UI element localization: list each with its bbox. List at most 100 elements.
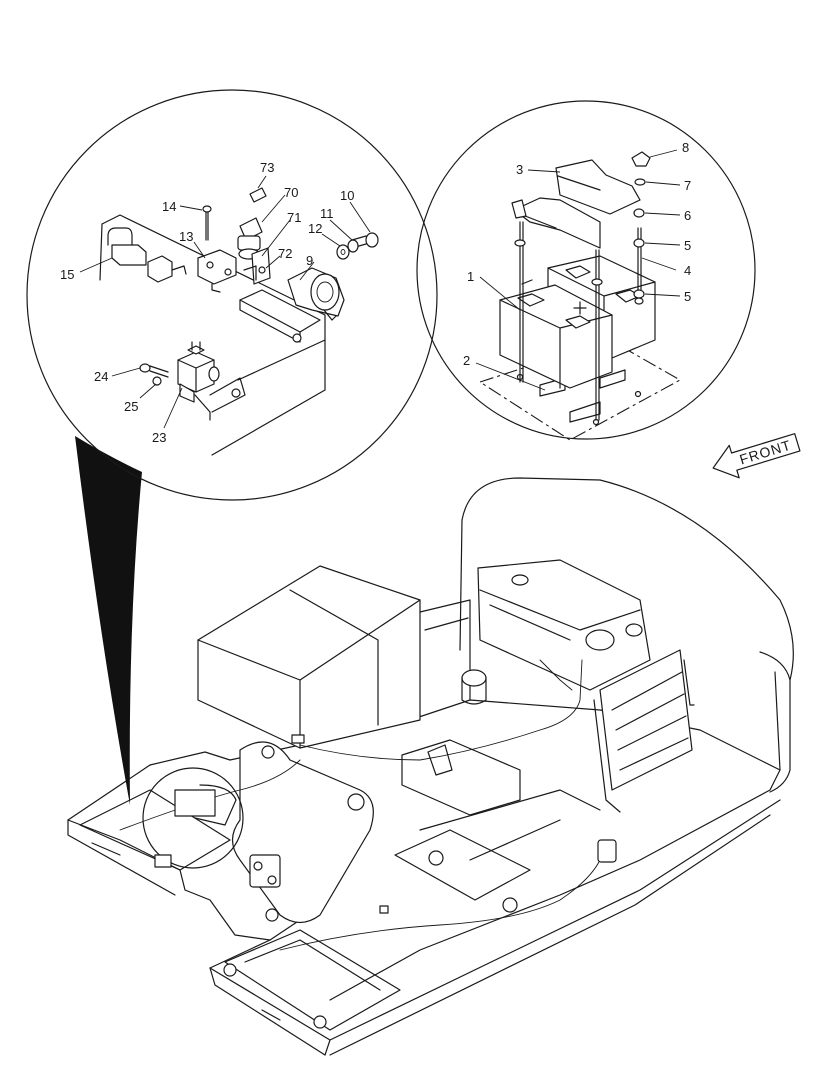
screw-head (202, 205, 212, 213)
frame-left-rear (67, 764, 151, 821)
center-pad (394, 829, 531, 901)
switch-bracket-bolt (224, 268, 232, 276)
callout-23: 23 (152, 430, 166, 445)
rear-slot (91, 842, 121, 856)
relay-edges (177, 359, 215, 393)
callout-labels: 1 2 3 4 5 5 6 7 8 9 10 11 12 13 14 15 23… (60, 140, 691, 445)
frame-left-top (149, 751, 231, 766)
part-11-lock-washer (347, 239, 359, 253)
partition (419, 599, 471, 701)
rear-left-tray (79, 789, 231, 871)
switch-bracket-hole (206, 261, 214, 269)
callout-2: 2 (463, 353, 470, 368)
lower-bracket-lip (194, 394, 211, 421)
battery-front-post-2 (565, 315, 591, 329)
engine-hood-outline (459, 477, 794, 793)
spacer-clip (171, 265, 187, 275)
callout-10: 10 (340, 188, 354, 203)
center-rail (419, 789, 601, 831)
leader-lines (79, 149, 681, 429)
cable-front (279, 859, 601, 951)
cable-left (119, 759, 301, 831)
battery-rear-post-1 (565, 265, 591, 279)
key-switch-body (237, 235, 261, 251)
part-8-wing-nut (631, 151, 651, 167)
front-arrow-label: FRONT (738, 437, 794, 468)
clamp-center-nut (591, 278, 603, 286)
swivel-housing (401, 739, 521, 816)
connector-body (111, 244, 147, 266)
callout-15: 15 (60, 267, 74, 282)
tray-hole-3 (634, 390, 642, 398)
tray-bolt-1 (223, 963, 237, 977)
engine-line-2 (489, 604, 571, 641)
front-tray-inner (244, 939, 381, 991)
engine-pulley-body (461, 677, 487, 705)
screw-shank (205, 211, 209, 241)
callout-3: 3 (516, 162, 523, 177)
radiator-fins (611, 671, 689, 771)
front-tray (224, 929, 401, 1031)
detail-callout-circle (142, 767, 244, 869)
front-direction-arrow: FRONT (712, 433, 801, 479)
hood-side (774, 671, 781, 771)
partition-rail (424, 617, 469, 631)
switch-bracket-body (197, 249, 237, 285)
part-12-washer (336, 244, 350, 260)
callout-73: 73 (260, 160, 274, 175)
hood-edge (759, 651, 791, 681)
screw-24-shank (149, 365, 169, 378)
center-rail-2 (469, 819, 561, 861)
strap-hole (292, 333, 302, 343)
left-detail-view (26, 89, 438, 501)
engine-cap (511, 574, 529, 586)
mounting-panel (101, 214, 326, 456)
center-pad-hole (428, 850, 444, 866)
swivel-joint (427, 744, 453, 776)
engine-fitting (625, 623, 643, 637)
cable-ground (539, 659, 573, 691)
bracket-pin-3 (265, 908, 279, 922)
battery-tray-outline (478, 339, 682, 441)
relay-terminal-posts (191, 341, 201, 351)
part-6-nut (633, 208, 645, 218)
support-strap (239, 289, 321, 333)
callout-71: 71 (287, 210, 301, 225)
part-9-horn (287, 267, 345, 321)
callout-5-upper: 5 (684, 238, 691, 253)
callout-24: 24 (94, 369, 108, 384)
key-bracket-hole (258, 266, 266, 274)
plate-bolt-1 (253, 861, 263, 871)
polarity-marks (521, 279, 587, 315)
frame-bottom-lip (329, 814, 771, 1056)
relay-terminal-top (187, 345, 205, 355)
part-71-key-bracket (243, 247, 271, 285)
bracket-pin-1 (261, 745, 275, 759)
callout-5-lower: 5 (684, 289, 691, 304)
callout-13: 13 (179, 229, 193, 244)
callout-70: 70 (284, 185, 298, 200)
washer-hole (340, 249, 346, 255)
part-3-hold-down-clamp (555, 159, 641, 215)
callout-1: 1 (467, 269, 474, 284)
battery-front-body (499, 284, 613, 389)
relay-terminal-side (208, 366, 220, 382)
callout-9: 9 (306, 253, 313, 268)
radiator (599, 649, 693, 791)
part-14-screw (202, 205, 212, 241)
part-24-screw (139, 363, 169, 378)
right-detail-circle (416, 100, 756, 440)
panel-left-edge (99, 223, 103, 281)
callout-14: 14 (162, 199, 176, 214)
callout-4: 4 (684, 263, 691, 278)
bracket-pin-2 (347, 793, 365, 811)
rod-end (634, 297, 644, 305)
lower-bracket-hole (231, 388, 241, 398)
callout-8: 8 (682, 140, 689, 155)
tank-cap (291, 734, 305, 744)
wing-nut-body (631, 151, 651, 167)
lower-bracket (209, 339, 326, 413)
part-73-label (249, 187, 267, 203)
